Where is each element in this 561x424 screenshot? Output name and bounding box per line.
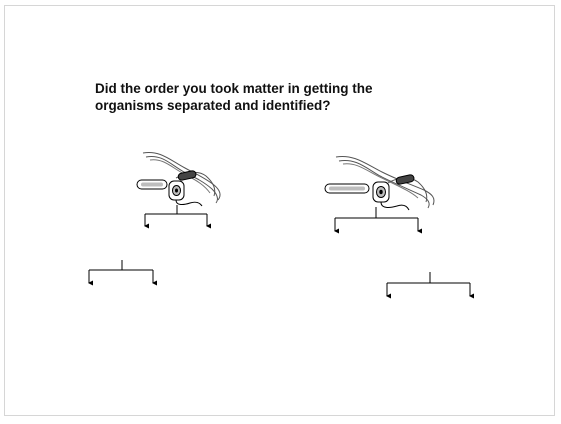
left-microorganisms-icon	[136, 151, 221, 207]
lower-right-separation-tree	[386, 272, 474, 299]
right-separation-tree	[334, 207, 422, 234]
slide-title-line-2: organisms separated and identified?	[95, 98, 331, 113]
right-microorganisms-icon	[324, 155, 435, 211]
lower-left-separation-tree	[88, 260, 157, 286]
slide	[4, 5, 555, 416]
slide-title-line-1: Did the order you took matter in getting…	[95, 81, 373, 96]
left-separation-tree	[144, 205, 211, 229]
slide-title: Did the order you took matter in getting…	[95, 80, 495, 114]
